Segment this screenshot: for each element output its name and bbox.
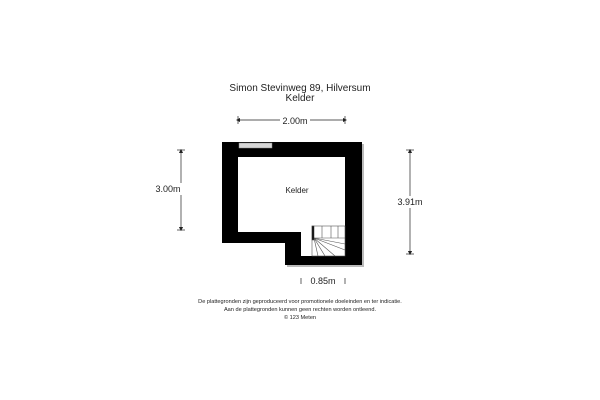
disclaimer-line-1: De plattegronden zijn geproduceerd voor … [198,299,402,305]
dimension-lines [177,116,414,284]
floor-title: Kelder [286,93,316,104]
dim-right-height: 3.91m [397,197,422,207]
disclaimer-line-2: Aan de plattegronden kunnen geen rechten… [224,307,377,313]
walls [222,142,362,265]
dim-top-width: 2.00m [282,116,307,126]
window [238,142,273,149]
dim-bottom-width: 0.85m [310,276,335,286]
right-label-bg [390,196,430,208]
dim-left-height: 3.00m [155,184,180,194]
address-title: Simon Stevinweg 89, Hilversum [229,83,370,94]
left-label-bg [150,183,190,195]
copyright: © 123 Meten [284,314,316,321]
room-label: Kelder [285,186,308,195]
staircase [311,225,346,257]
